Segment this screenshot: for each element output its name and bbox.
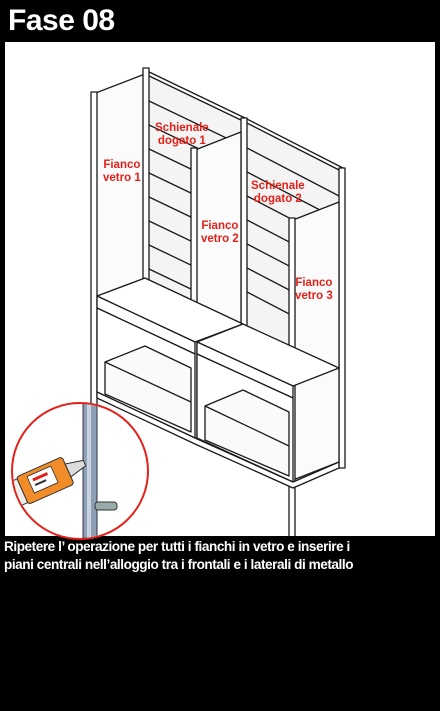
detail-inset	[11, 402, 149, 540]
assembly-illustration: Schienale dogato 1 Fianco vetro 1 Fianco…	[5, 42, 435, 540]
label-fianco-vetro-2: Fianco vetro 2	[201, 220, 239, 245]
label-fianco-vetro-1: Fianco vetro 1	[103, 159, 141, 184]
caption-line-1: Ripetere l’ operazione per tutti i fianc…	[4, 539, 350, 554]
page-title: Fase 08	[8, 4, 115, 37]
silicone-cartridge-icon	[13, 404, 118, 538]
label-schienale-dogato-2: Schienale dogato 2	[251, 180, 305, 205]
label-fianco-vetro-3: Fianco vetro 3	[295, 277, 333, 302]
label-schienale-dogato-1: Schienale dogato 1	[155, 122, 209, 147]
instruction-caption: Ripetere l’ operazione per tutti i fianc…	[4, 538, 438, 574]
caption-line-2: piani centrali nell’alloggio tra i front…	[4, 557, 354, 572]
shelving-unit-drawing	[90, 67, 346, 536]
